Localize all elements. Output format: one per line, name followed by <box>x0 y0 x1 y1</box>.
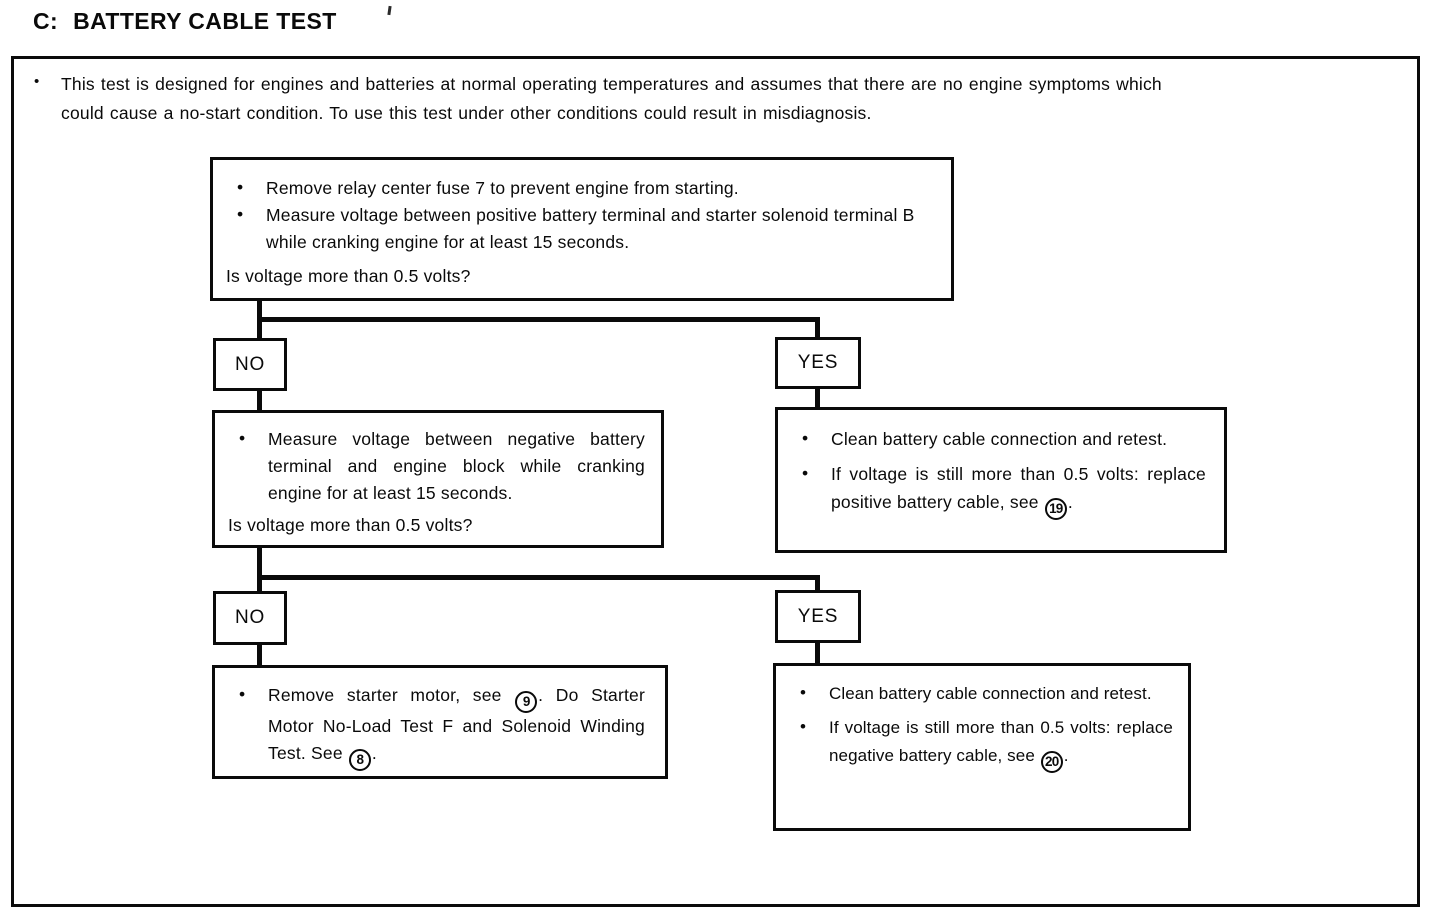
step-item: • Clean battery cable connection and ret… <box>776 680 1188 708</box>
bullet-icon: • <box>237 204 244 224</box>
branch1-yes-label: YES <box>775 337 861 389</box>
step-item: • If voltage is still more than 0.5 volt… <box>778 460 1224 520</box>
step-text-end: . <box>1067 492 1073 512</box>
branch1-no-label: NO <box>213 338 287 391</box>
step-text: If voltage is still more than 0.5 volts:… <box>831 464 1206 512</box>
no-text: NO <box>234 353 266 375</box>
connector-no2-to-action <box>257 645 262 665</box>
connector-branch1-hbar <box>257 317 820 322</box>
action-box-replace-positive-cable: • Clean battery cable connection and ret… <box>775 407 1227 553</box>
step-text: If voltage is still more than 0.5 volts:… <box>829 718 1173 765</box>
scan-artifact <box>387 5 392 16</box>
connector-no1-to-decision2 <box>257 390 262 410</box>
bullet-icon: • <box>239 428 246 448</box>
step-text-end: . <box>371 742 377 763</box>
connector-branch1-yes-drop <box>815 317 820 337</box>
bullet-icon: • <box>802 428 809 448</box>
step-item: • Measure voltage between positive batte… <box>213 202 939 256</box>
decision-box-positive-cable-test: • Remove relay center fuse 7 to prevent … <box>210 157 954 301</box>
bullet-icon: • <box>800 717 807 736</box>
intro-line-2: could cause a no-start condition. To use… <box>61 103 872 123</box>
bullet-icon: • <box>237 177 244 197</box>
bullet-icon: • <box>239 684 246 704</box>
connector-yes1-to-action <box>815 388 820 407</box>
step-item: • Remove relay center fuse 7 to prevent … <box>213 175 939 202</box>
section-name: BATTERY CABLE TEST <box>73 8 337 34</box>
step-item: • Remove starter motor, see 9. Do Starte… <box>215 682 665 771</box>
decision-box-negative-cable-test: • Measure voltage between negative batte… <box>212 410 664 548</box>
step-text: . Do Starter Motor No-Load Test F and So… <box>268 685 645 763</box>
no-text: NO <box>234 607 266 628</box>
connector-decision2-stem <box>257 548 262 591</box>
step-text-end: . <box>1063 746 1069 765</box>
step-item: • Clean battery cable connection and ret… <box>778 425 1224 453</box>
action-box-replace-negative-cable: • Clean battery cable connection and ret… <box>773 663 1191 831</box>
connector-branch2-yes-drop <box>815 575 820 590</box>
question-text: Is voltage more than 0.5 volts? <box>226 266 471 286</box>
branch2-no-label: NO <box>213 591 287 645</box>
reference-9-circle: 9 <box>515 690 538 713</box>
action-box-starter-motor-tests: • Remove starter motor, see 9. Do Starte… <box>212 665 668 779</box>
step-text: Measure voltage between positive battery… <box>266 205 915 252</box>
intro-note: This test is designed for engines and ba… <box>61 70 1413 128</box>
bullet-icon: • <box>800 683 807 702</box>
reference-19-circle: 19 <box>1044 497 1067 520</box>
section-letter: C: <box>33 8 59 34</box>
bullet-icon: • <box>34 73 40 90</box>
step-text: Measure voltage between negative battery… <box>268 429 645 503</box>
reference-20-circle: 20 <box>1040 750 1063 773</box>
yes-text: YES <box>797 605 839 627</box>
step-text: Remove starter motor, see <box>268 685 515 705</box>
question-text: Is voltage more than 0.5 volts? <box>228 515 473 535</box>
page-title: C: BATTERY CABLE TEST <box>33 8 337 35</box>
step-text: Clean battery cable connection and retes… <box>831 429 1168 449</box>
step-item: • If voltage is still more than 0.5 volt… <box>776 714 1188 773</box>
branch2-yes-label: YES <box>775 590 861 643</box>
yes-text: YES <box>797 352 839 373</box>
intro-line-1: This test is designed for engines and ba… <box>61 74 1162 94</box>
step-text: Remove relay center fuse 7 to prevent en… <box>266 178 739 198</box>
connector-yes2-to-action <box>815 642 820 663</box>
reference-8-circle: 8 <box>348 748 371 771</box>
connector-branch2-hbar <box>257 575 820 580</box>
bullet-icon: • <box>802 463 809 483</box>
procedure-frame <box>11 56 1420 907</box>
step-text: Clean battery cable connection and retes… <box>829 684 1152 703</box>
step-item: • Measure voltage between negative batte… <box>215 426 661 507</box>
